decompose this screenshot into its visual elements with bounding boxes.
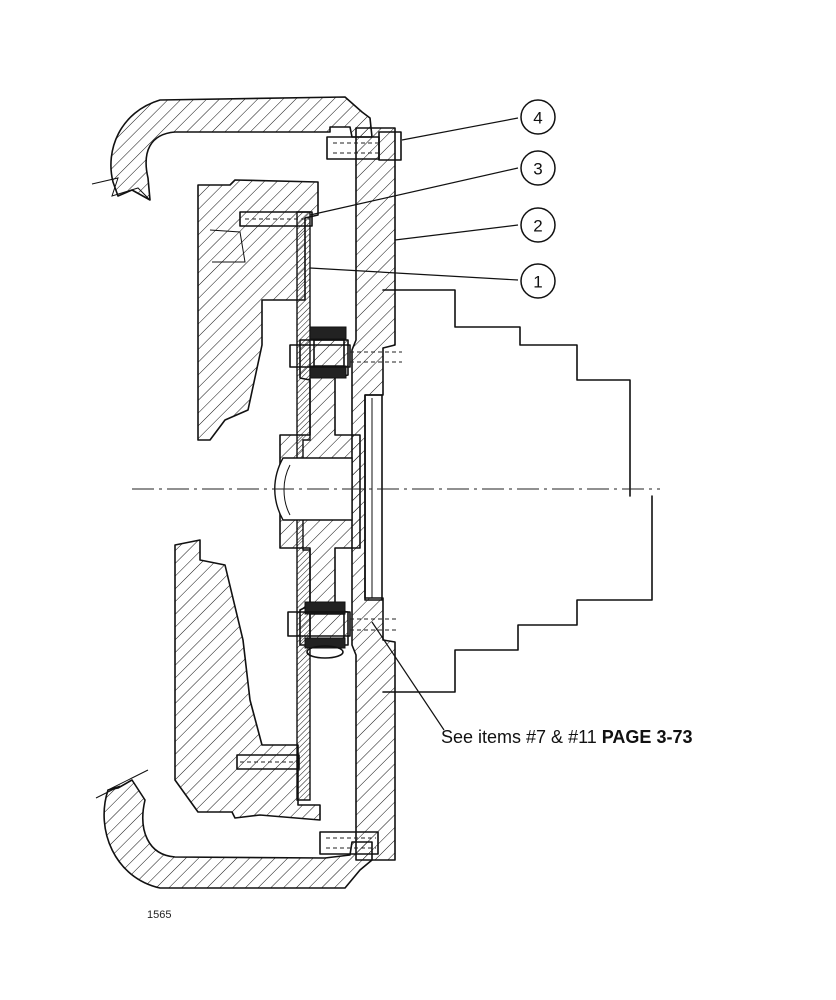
callout-3: 3	[520, 150, 556, 186]
leader-4	[401, 117, 519, 141]
reference-note: See items #7 & #11 PAGE 3-73	[441, 726, 741, 748]
bolt-top	[326, 131, 402, 161]
svg-text:3: 3	[533, 160, 542, 179]
leader-2	[394, 224, 519, 241]
svg-text:4: 4	[533, 109, 542, 128]
housing-top-break	[91, 177, 151, 201]
leader-note	[371, 621, 445, 731]
engine-outline	[382, 289, 653, 693]
housing-top	[110, 96, 373, 201]
callout-2: 2	[520, 207, 556, 243]
bolt-bottom	[319, 831, 379, 855]
figure-number: 1565	[147, 909, 172, 921]
damper-bottom	[287, 601, 398, 659]
leader-1	[309, 267, 519, 281]
leader-3	[309, 167, 519, 216]
callout-1: 1	[520, 263, 556, 299]
svg-text:2: 2	[533, 217, 542, 236]
housing-bottom-break	[95, 769, 149, 799]
callout-4: 4	[520, 99, 556, 135]
pin-upper	[239, 211, 313, 227]
reference-note-text: See items #7 & #11	[441, 727, 602, 747]
flywheel-upper-bore	[209, 229, 246, 263]
hub-bore-left	[283, 464, 291, 516]
damper-top	[289, 326, 402, 379]
reference-note-page: PAGE 3-73	[601, 727, 693, 747]
svg-text:1: 1	[533, 273, 542, 292]
flywheel-lower	[174, 539, 321, 821]
adapter-plate	[364, 394, 383, 601]
flywheel-upper	[197, 179, 319, 441]
